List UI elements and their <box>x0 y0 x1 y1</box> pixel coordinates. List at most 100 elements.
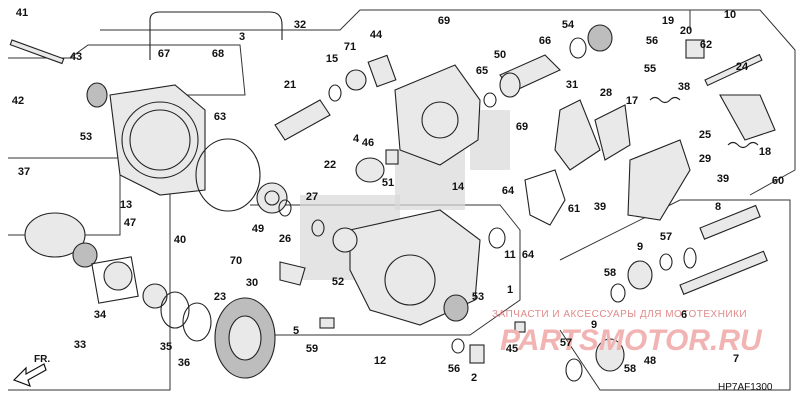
frame-driveshaft <box>559 199 791 391</box>
front-housing-13 <box>109 84 206 196</box>
callout-47: 47 <box>124 217 136 229</box>
callout-4: 4 <box>353 133 360 145</box>
callout-5: 5 <box>293 325 299 337</box>
upper-case-14 <box>394 64 481 166</box>
front-arrow-icon <box>12 363 47 388</box>
callout-22: 22 <box>324 159 336 171</box>
bracket-31 <box>554 99 601 171</box>
ring-56 <box>569 37 587 59</box>
callout-14: 14 <box>452 181 465 193</box>
callout-38: 38 <box>678 81 690 93</box>
gear-35 <box>142 283 168 309</box>
sensor-30 <box>279 261 306 286</box>
callout-17: 17 <box>626 95 638 107</box>
o-ring-63 <box>195 138 261 212</box>
callout-18: 18 <box>759 146 771 158</box>
callout-54: 54 <box>562 19 575 31</box>
callout-68: 68 <box>212 48 224 60</box>
sensor-5 <box>319 317 335 329</box>
boot-9a <box>627 260 653 290</box>
ring-65 <box>483 92 497 108</box>
band-57a <box>659 253 673 271</box>
housing-bore-13 <box>121 101 199 179</box>
shim-35 <box>160 291 190 329</box>
callout-57b: 57 <box>560 337 572 349</box>
bearing-71 <box>345 69 367 91</box>
callout-39b: 39 <box>594 201 606 213</box>
callout-53b: 53 <box>472 291 484 303</box>
callout-19: 19 <box>662 15 674 27</box>
callout-2: 2 <box>471 372 477 384</box>
housing-bore-inner-13 <box>129 109 191 171</box>
frame-differential <box>8 157 171 391</box>
spring-18 <box>727 141 759 149</box>
callout-13: 13 <box>120 199 132 211</box>
callout-20: 20 <box>680 25 692 37</box>
callout-53a: 53 <box>80 131 92 143</box>
bolt-41 <box>9 39 65 65</box>
callout-46: 46 <box>362 137 374 149</box>
callout-65: 65 <box>476 65 488 77</box>
callout-15: 15 <box>326 53 338 65</box>
frame-top <box>100 9 691 31</box>
shift-fork-25 <box>719 94 776 141</box>
callout-69b: 69 <box>516 121 528 133</box>
callout-32: 32 <box>294 19 306 31</box>
callout-58a: 58 <box>604 267 616 279</box>
callout-30: 30 <box>246 277 258 289</box>
frame-right-top <box>690 9 796 196</box>
shim-15 <box>328 84 342 102</box>
oil-seal-53-left <box>86 82 108 108</box>
shift-shaft-24 <box>704 53 763 87</box>
callout-69a: 69 <box>438 15 450 27</box>
callout-31: 31 <box>566 79 578 91</box>
callout-71: 71 <box>344 41 356 53</box>
bearing-52 <box>332 227 358 253</box>
callout-7: 7 <box>733 353 739 365</box>
callout-11: 11 <box>504 249 516 261</box>
cover-29 <box>627 139 691 221</box>
callout-37: 37 <box>18 166 30 178</box>
callout-58b: 58 <box>624 363 636 375</box>
driveshaft-8 <box>699 204 761 240</box>
cam-gear-34 <box>103 261 133 291</box>
callout-10: 10 <box>724 9 736 21</box>
callout-6: 6 <box>681 309 687 321</box>
nut-45 <box>514 321 526 333</box>
callout-1: 1 <box>507 284 513 296</box>
side-gear-33 <box>72 242 98 268</box>
callout-24: 24 <box>736 61 749 73</box>
bracket-28 <box>594 104 631 161</box>
callout-49: 49 <box>252 223 264 235</box>
callout-45: 45 <box>506 343 518 355</box>
band-57b <box>565 358 583 382</box>
callout-36: 36 <box>178 357 190 369</box>
driveshaft-7 <box>679 250 768 295</box>
watermark-line-2: PARTSMOTOR.RU <box>500 324 763 357</box>
callout-41: 41 <box>16 7 28 19</box>
bearing-44 <box>367 54 397 88</box>
callout-40: 40 <box>174 234 186 246</box>
lower-case-12-bore <box>384 254 436 306</box>
front-arrow: FR. <box>12 354 50 388</box>
spring-17 <box>649 96 681 104</box>
band-58a <box>610 283 626 303</box>
callout-56b: 56 <box>448 363 460 375</box>
collar-51 <box>385 149 399 165</box>
watermark: ЗАПЧАСТИ И АКСЕССУАРЫ ДЛЯ МОТОТЕХНИКИ PA… <box>492 309 763 357</box>
bearing-49-inner <box>264 190 280 206</box>
callout-43: 43 <box>70 51 82 63</box>
callout-56a: 56 <box>646 35 658 47</box>
callout-66: 66 <box>539 35 551 47</box>
callout-63: 63 <box>214 111 226 123</box>
callout-28: 28 <box>600 87 612 99</box>
cover-20 <box>685 39 705 59</box>
diagram-code: HP7AF1300 <box>718 382 773 393</box>
callout-62: 62 <box>700 39 712 51</box>
callout-48: 48 <box>644 355 656 367</box>
frame-34 <box>91 256 139 304</box>
callout-9b: 9 <box>591 319 597 331</box>
ring-11 <box>488 227 506 249</box>
